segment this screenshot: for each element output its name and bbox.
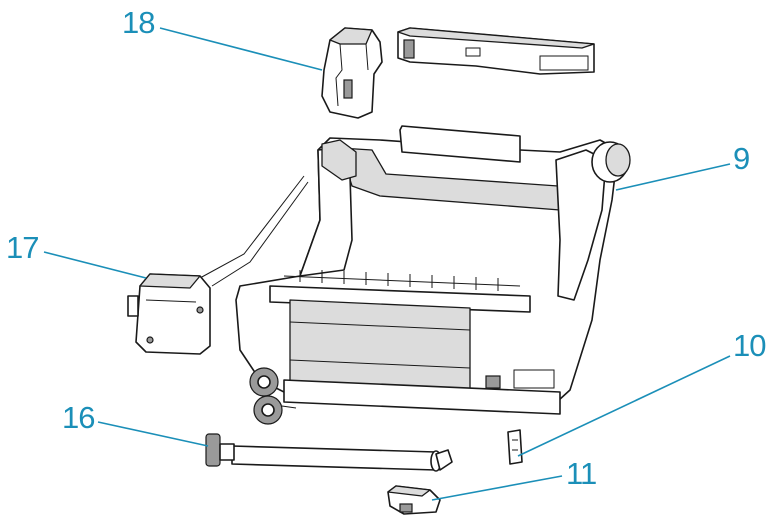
top-bracket-bar (397, 27, 595, 75)
callout-10: 10 (733, 328, 766, 363)
part-10-sensor-bracket (507, 429, 523, 465)
callout-17: 17 (6, 230, 38, 265)
sensor-comb (283, 270, 521, 291)
drive-gears (249, 367, 297, 425)
part-16-platen-roller (205, 433, 453, 472)
leader-16 (97, 421, 209, 447)
part-9-main-frame (199, 125, 631, 415)
callout-16: 16 (62, 400, 94, 435)
part-17-stepper-motor (127, 273, 211, 355)
part-11-small-cover (387, 485, 441, 515)
leader-9 (615, 163, 731, 191)
part-18-hinge-cover (321, 27, 383, 119)
leader-17 (43, 251, 147, 279)
callout-9: 9 (733, 141, 749, 176)
leader-10 (517, 355, 731, 457)
callout-11: 11 (566, 456, 596, 491)
leader-11 (431, 475, 563, 501)
callout-18: 18 (122, 5, 154, 40)
leader-18 (159, 27, 323, 71)
